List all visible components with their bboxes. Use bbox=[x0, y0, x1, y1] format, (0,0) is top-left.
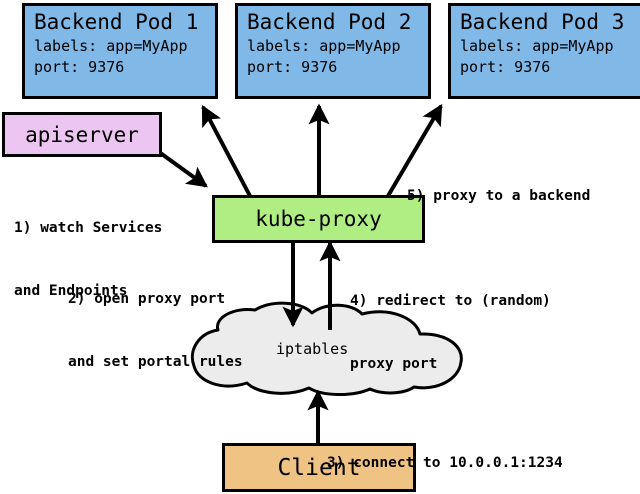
annotation-step-2-line-2: and set portal rules bbox=[68, 354, 243, 371]
annotation-step-3: 3) connect to 10.0.0.1:1234 bbox=[327, 411, 563, 494]
annotation-step-3-line-1: 3) connect to 10.0.0.1:1234 bbox=[327, 455, 563, 472]
backend-pod-2-title: Backend Pod 2 bbox=[247, 10, 412, 34]
annotation-step-4: 4) redirect to (random) proxy port bbox=[350, 249, 551, 417]
backend-pod-2-port: port: 9376 bbox=[247, 58, 338, 77]
backend-pod-3-port: port: 9376 bbox=[460, 58, 551, 77]
apiserver-label: apiserver bbox=[25, 122, 139, 147]
kube-proxy-box[interactable]: kube-proxy bbox=[212, 195, 425, 243]
iptables-cloud-shape bbox=[191, 301, 463, 397]
backend-pod-1-port: port: 9376 bbox=[34, 58, 125, 77]
backend-pod-1-box[interactable]: Backend Pod 1 labels: app=MyApp port: 93… bbox=[22, 3, 218, 99]
arrow-kubeproxy-to-pod1 bbox=[201, 104, 252, 197]
backend-pod-1-labels: labels: app=MyApp bbox=[34, 36, 188, 55]
annotation-step-4-line-2: proxy port bbox=[350, 356, 438, 373]
annotation-step-2: 2) open proxy port and set portal rules bbox=[68, 247, 243, 415]
annotation-step-1-line-1: 1) watch Services bbox=[14, 220, 163, 237]
annotation-step-5: 5) proxy to a backend bbox=[407, 144, 590, 249]
backend-pod-3-box[interactable]: Backend Pod 3 labels: app=MyApp port: 93… bbox=[448, 3, 640, 99]
client-label: Client bbox=[277, 454, 361, 481]
apiserver-box[interactable]: apiserver bbox=[2, 112, 162, 157]
arrow-kubeproxy-to-pod3 bbox=[386, 103, 443, 198]
backend-pod-1-title: Backend Pod 1 bbox=[34, 10, 199, 34]
kube-proxy-label: kube-proxy bbox=[255, 207, 382, 231]
backend-pod-2-box[interactable]: Backend Pod 2 labels: app=MyApp port: 93… bbox=[235, 3, 431, 99]
backend-pod-2-labels: labels: app=MyApp bbox=[247, 36, 401, 55]
annotation-step-4-line-1: 4) redirect to (random) bbox=[350, 293, 551, 310]
client-box[interactable]: Client bbox=[222, 443, 416, 492]
annotation-step-5-line-1: 5) proxy to a backend bbox=[407, 188, 591, 205]
annotation-step-2-line-1: 2) open proxy port bbox=[68, 291, 226, 308]
backend-pod-3-labels: labels: app=MyApp bbox=[460, 36, 614, 55]
backend-pod-3-title: Backend Pod 3 bbox=[460, 10, 625, 34]
arrow-apiserver-to-kubeproxy bbox=[157, 150, 208, 188]
iptables-label: iptables bbox=[276, 340, 349, 358]
annotation-step-1: 1) watch Services and Endpoints bbox=[14, 176, 162, 344]
annotation-step-1-line-2: and Endpoints bbox=[14, 283, 128, 300]
